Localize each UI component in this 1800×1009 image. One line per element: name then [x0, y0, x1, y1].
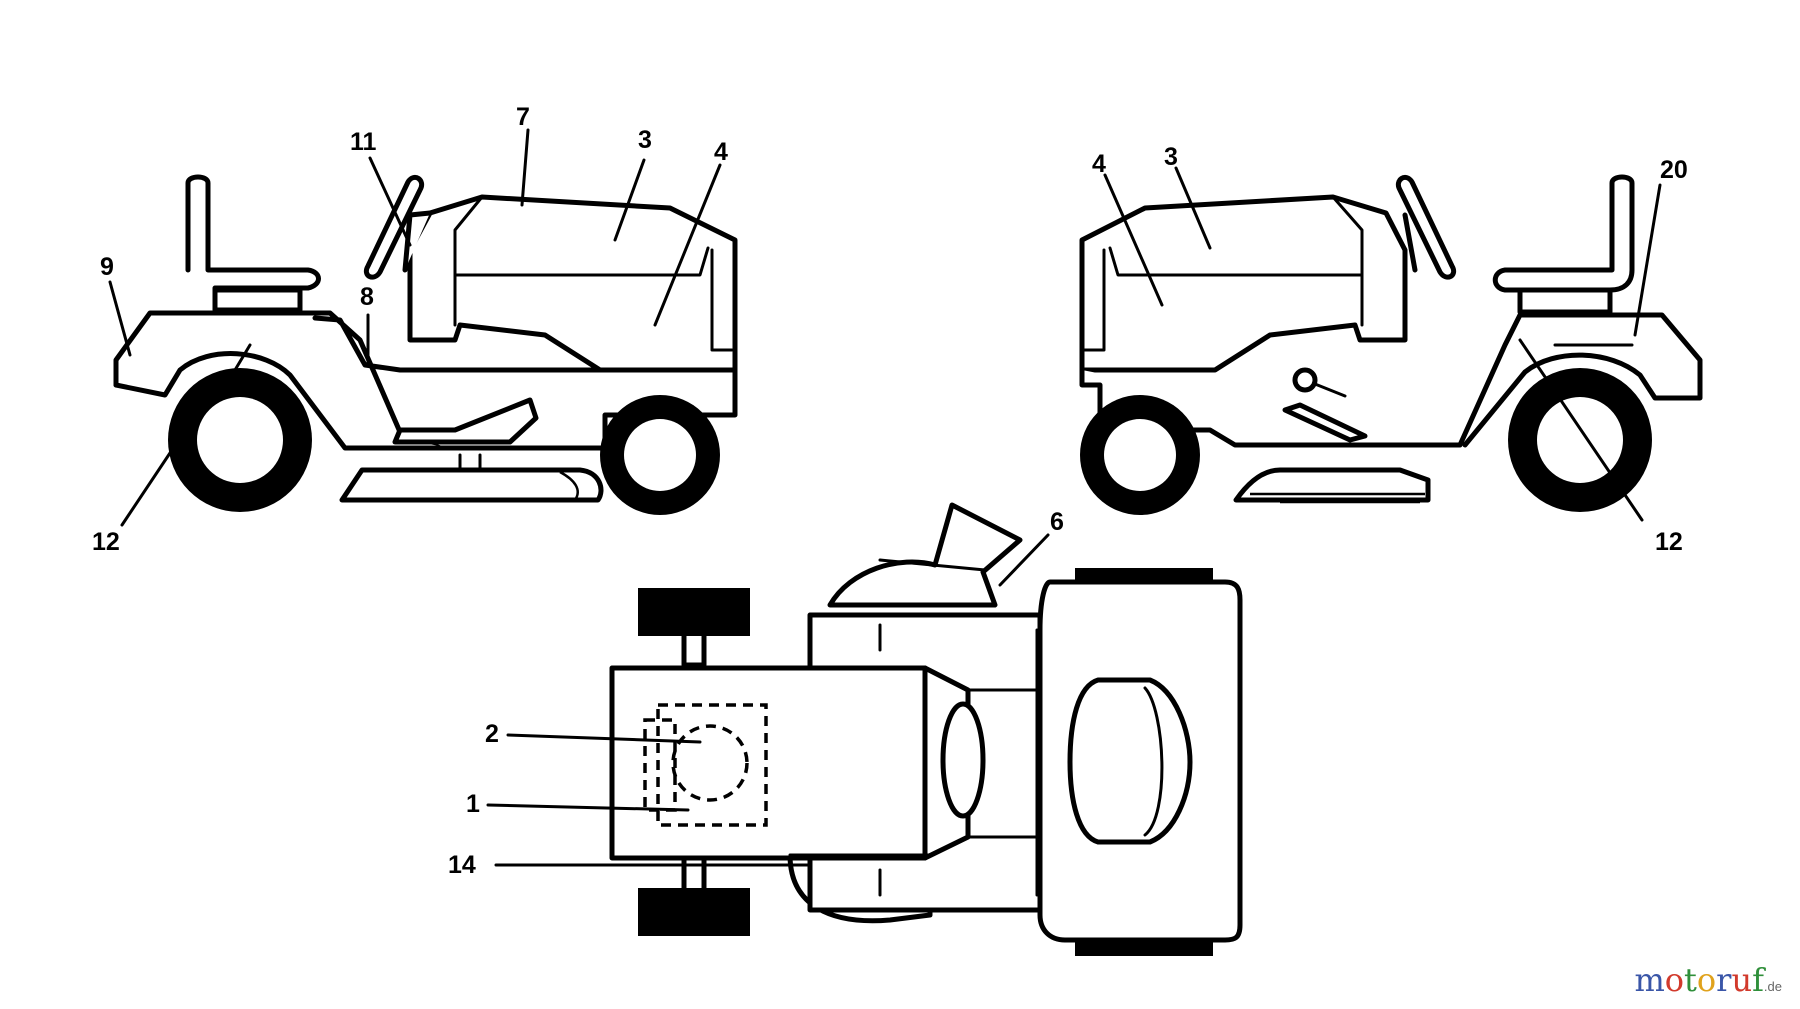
top-rear-tire-lower: [1075, 940, 1213, 956]
watermark-letter: m: [1634, 961, 1665, 999]
motoruf-watermark-logo: motoruf.de: [1634, 961, 1782, 999]
watermark-letter: o: [1696, 961, 1717, 999]
watermark-letter: f: [1752, 961, 1764, 999]
leaders-left: [108, 128, 722, 527]
mower-deck-right: [1233, 467, 1431, 503]
tractor-top-view: [609, 502, 1243, 956]
mower-deck: [339, 467, 604, 503]
callout-3-right: 3: [1164, 143, 1178, 171]
leaders-right: [1103, 166, 1662, 522]
steering-wheel: [364, 175, 424, 280]
tractor-left-side-view: [113, 174, 738, 515]
callout-8: 8: [360, 283, 374, 311]
callout-9: 9: [100, 253, 114, 281]
watermark-letter: r: [1716, 961, 1732, 999]
callout-3: 3: [638, 126, 652, 154]
callout-12-right: 12: [1655, 528, 1683, 556]
callout-7: 7: [516, 103, 530, 131]
tractor-right-side-view: [1079, 174, 1703, 515]
callout-4-right: 4: [1092, 150, 1106, 178]
leaders-top: [486, 533, 1050, 867]
watermark-letters: motoruf: [1634, 961, 1763, 999]
engine-outline: [656, 703, 768, 827]
watermark-letter: u: [1731, 961, 1753, 999]
callout-14: 14: [448, 851, 476, 879]
hood-right: [1079, 194, 1408, 373]
hood: [407, 194, 738, 373]
callout-6: 6: [1050, 508, 1064, 536]
callout-4: 4: [714, 138, 728, 166]
hood-top: [609, 665, 928, 861]
callout-20: 20: [1660, 156, 1688, 184]
seat-top: [1067, 677, 1193, 845]
top-front-tire-upper: [638, 588, 750, 636]
callout-12: 12: [92, 528, 120, 556]
watermark-suffix: .de: [1763, 979, 1782, 994]
watermark-letter: o: [1664, 961, 1685, 999]
callout-11: 11: [350, 128, 377, 156]
discharge-chute: [827, 502, 1023, 608]
top-front-tire-lower: [638, 888, 750, 936]
seat-right: [1492, 174, 1635, 293]
callout-labels: 9 11 7 3 4 8 12 4 3 20 12 6 2 1 14: [92, 103, 1688, 879]
watermark-letter: t: [1684, 961, 1697, 999]
steering-wheel-right: [1396, 175, 1456, 280]
callout-2: 2: [485, 720, 499, 748]
callout-1: 1: [466, 790, 480, 818]
